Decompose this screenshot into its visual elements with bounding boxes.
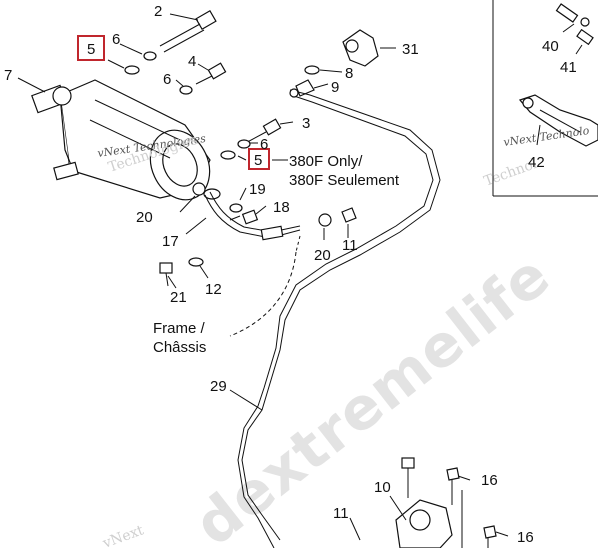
watermark-main: dextremelife	[182, 241, 563, 548]
part-41-drawing	[575, 28, 594, 55]
washer-5b	[220, 150, 236, 160]
washer-19	[229, 203, 243, 213]
frame-ground-leader	[229, 251, 297, 337]
callout-41: 41	[560, 59, 577, 76]
bolt-4-drawing	[195, 62, 227, 85]
callout-11a: 11	[342, 237, 358, 254]
washer-6b	[179, 85, 193, 95]
watermark-vnext-c: vNext Technolo	[503, 124, 591, 149]
callout-12: 12	[205, 281, 222, 298]
callout-4: 4	[188, 53, 196, 70]
label-chassis: Châssis	[153, 339, 206, 356]
callout-5a: 5	[87, 41, 95, 58]
callout-29: 29	[210, 378, 227, 395]
callout-10: 10	[374, 479, 391, 496]
callout-11b: 11	[333, 505, 349, 522]
frame-rod-drawing	[237, 88, 441, 548]
washer-5a	[124, 65, 140, 75]
callout-21: 21	[170, 289, 187, 306]
callout-16b: 16	[517, 529, 534, 546]
washer-8	[304, 65, 320, 75]
nut-11a	[341, 207, 357, 223]
callout-20b: 20	[314, 247, 331, 264]
star-washer-20	[318, 213, 332, 227]
highlight-box-5b	[248, 148, 270, 170]
washer-6c	[237, 139, 251, 149]
callout-7: 7	[4, 67, 12, 84]
cap-31-drawing	[342, 29, 379, 67]
highlight-box-5a	[77, 35, 105, 61]
part-42-drawing	[518, 94, 598, 147]
callout-6a: 6	[112, 31, 120, 48]
callout-2: 2	[154, 3, 162, 20]
part-40-drawing	[555, 3, 590, 33]
callout-31: 31	[402, 41, 419, 58]
callout-40: 40	[542, 38, 559, 55]
leader-lines	[17, 13, 509, 541]
bolt-21-drawing	[159, 262, 173, 287]
solenoid-10-drawing	[395, 457, 497, 548]
note-380f-seulement: 380F Seulement	[289, 172, 400, 189]
bolt-2-drawing	[159, 9, 217, 53]
note-380f-only: 380F Only/	[289, 153, 363, 170]
callout-6b: 6	[163, 71, 171, 88]
callout-6c: 6	[260, 136, 268, 153]
callout-5b: 5	[254, 152, 262, 169]
washer-6a	[143, 51, 157, 61]
callout-17: 17	[162, 233, 179, 250]
callout-3: 3	[302, 115, 310, 132]
watermark-corner: vNext	[100, 522, 146, 548]
washer-12	[188, 257, 204, 267]
callout-16a: 16	[481, 472, 498, 489]
callout-19: 19	[249, 181, 266, 198]
starter-motor-drawing	[31, 79, 211, 201]
callout-18: 18	[273, 199, 290, 216]
callout-8: 8	[345, 65, 353, 82]
callout-9: 9	[331, 79, 339, 96]
callout-42: 42	[528, 154, 545, 171]
cable-17-drawing	[192, 182, 301, 241]
callout-20a: 20	[136, 209, 153, 226]
label-frame: Frame /	[153, 320, 206, 337]
bolt-18-drawing	[229, 209, 259, 225]
